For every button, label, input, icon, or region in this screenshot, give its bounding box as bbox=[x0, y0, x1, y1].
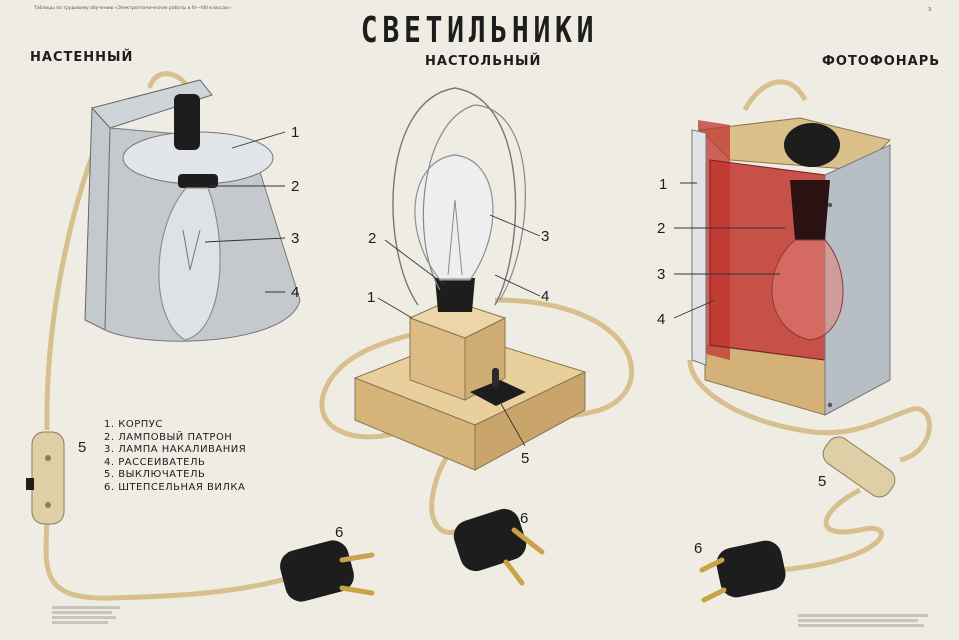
legend-item: 4. РАССЕИВАТЕЛЬ bbox=[104, 456, 206, 468]
legend-item: 3. ЛАМПА НАКАЛИВАНИЯ bbox=[104, 444, 247, 456]
callout-photo-3: 3 bbox=[657, 266, 665, 283]
main-title: СВЕТИЛЬНИКИ bbox=[360, 10, 599, 51]
callout-table-6: 6 bbox=[520, 510, 528, 527]
callout-wall-4: 4 bbox=[291, 284, 299, 301]
wall-plug bbox=[280, 540, 375, 602]
imprint-left bbox=[52, 604, 120, 626]
callout-photo-1: 1 bbox=[659, 176, 667, 193]
page-number: 3 bbox=[928, 7, 932, 13]
callout-wall-3: 3 bbox=[291, 230, 299, 247]
section-title-table: НАСТОЛЬНЫЙ bbox=[425, 54, 542, 69]
callout-table-1: 1 bbox=[367, 289, 375, 306]
section-title-photo: ФОТОФОНАРЬ bbox=[822, 54, 941, 69]
table-plug bbox=[453, 508, 545, 586]
callout-wall-1: 1 bbox=[291, 124, 299, 141]
callout-table-5: 5 bbox=[521, 450, 529, 467]
legend-item: 5. ВЫКЛЮЧАТЕЛЬ bbox=[104, 469, 206, 481]
photo-lantern bbox=[673, 79, 932, 603]
wall-lamp bbox=[26, 71, 375, 602]
photo-plug bbox=[699, 540, 786, 603]
legend-item: 1. КОРПУС bbox=[104, 419, 163, 430]
callout-photo-5: 5 bbox=[818, 473, 826, 490]
legend-item: 6. ШТЕПСЕЛЬНАЯ ВИЛКА bbox=[104, 481, 246, 493]
series-caption: Таблицы по трудовому обучению «Электроте… bbox=[34, 6, 231, 11]
callout-wall-5: 5 bbox=[78, 439, 86, 456]
callout-wall-2: 2 bbox=[291, 178, 299, 195]
callout-table-3: 3 bbox=[541, 228, 549, 245]
callout-wall-6: 6 bbox=[335, 524, 343, 541]
section-title-wall: НАСТЕННЫЙ bbox=[30, 50, 134, 65]
legend-item: 2. ЛАМПОВЫЙ ПАТРОН bbox=[104, 431, 233, 443]
callout-photo-6: 6 bbox=[694, 540, 702, 557]
callout-table-2: 2 bbox=[368, 230, 376, 247]
callout-photo-2: 2 bbox=[657, 220, 665, 237]
callout-table-4: 4 bbox=[541, 288, 549, 305]
legend: 1. КОРПУС 2. ЛАМПОВЫЙ ПАТРОН 3. ЛАМПА НА… bbox=[104, 419, 246, 495]
table-lamp bbox=[319, 87, 635, 586]
callout-photo-4: 4 bbox=[657, 311, 665, 328]
imprint-right bbox=[798, 612, 928, 629]
